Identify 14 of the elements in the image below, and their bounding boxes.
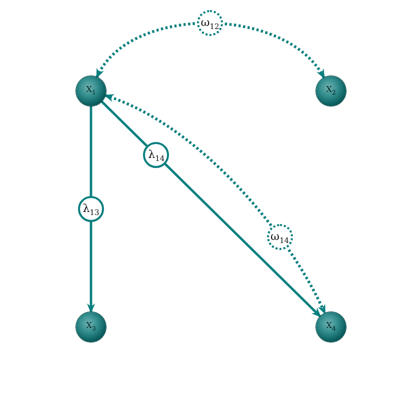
node-label: X$_{4}$ [326,322,336,332]
arrow [87,106,95,314]
sphere-node [316,76,346,106]
sphere-node [316,312,346,342]
node-label: X$_{1}$ [86,86,96,96]
edge-label: λ$_{13}$ [78,196,104,222]
edge-label: ω$_{14}$ [266,224,293,250]
sphere-node [76,312,106,342]
edge-label: ω$_{12}$ [196,10,223,36]
edge-label: λ$_{14}$ [143,142,170,168]
dotted-double-arrow [96,22,326,79]
node-label: X$_{3}$ [86,322,96,332]
node-label: X$_{2}$ [326,86,336,96]
sphere-node [76,76,106,106]
